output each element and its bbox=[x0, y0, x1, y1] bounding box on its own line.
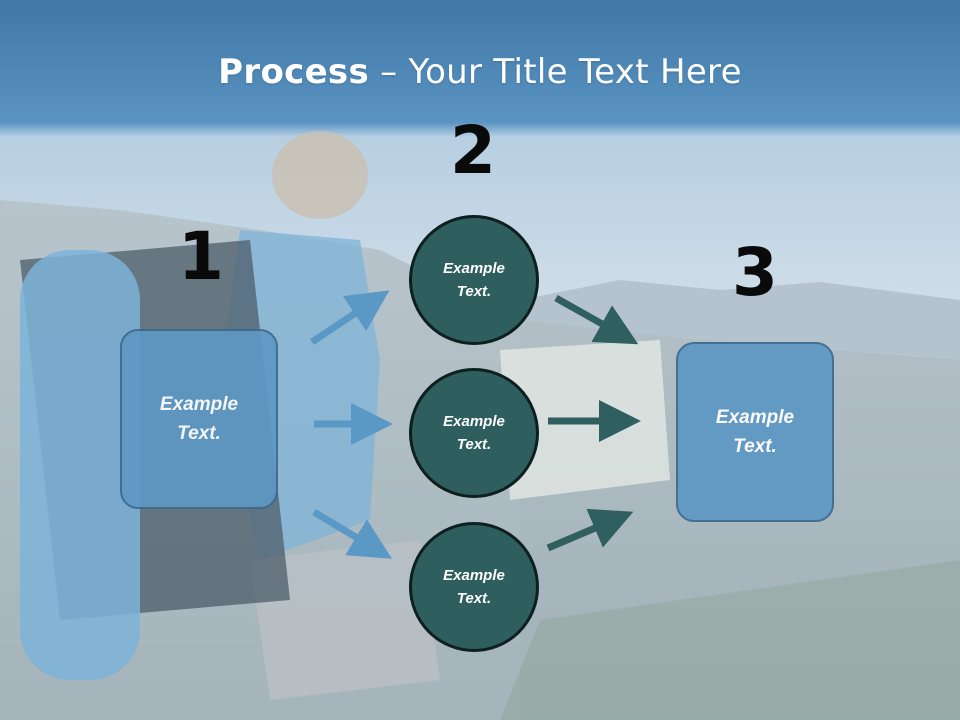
arrow-circle3-to-box3 bbox=[546, 508, 634, 552]
arrow-box1-to-circle1 bbox=[310, 290, 390, 345]
circle-1-text: Example Text. bbox=[443, 260, 505, 300]
title-bold: Process bbox=[218, 52, 370, 92]
step-number-2: 2 bbox=[450, 112, 496, 189]
arrow-circle1-to-box3 bbox=[554, 294, 639, 345]
step-number-1: 1 bbox=[178, 218, 224, 295]
title-rest: – Your Title Text Here bbox=[369, 52, 742, 92]
step-1-text: Example Text. bbox=[159, 394, 239, 444]
step-number-3: 3 bbox=[732, 234, 778, 311]
circle-2-text: Example Text. bbox=[443, 413, 505, 453]
step-2-circle-2: Example Text. bbox=[409, 368, 539, 498]
step-3-box: Example Text. bbox=[676, 342, 834, 522]
circle-3-text: Example Text. bbox=[443, 567, 505, 607]
arrow-box1-to-circle3 bbox=[312, 508, 393, 559]
step-3-text: Example Text. bbox=[715, 407, 795, 457]
step-1-box: Example Text. bbox=[120, 329, 278, 509]
step-2-circle-1: Example Text. bbox=[409, 215, 539, 345]
slide-title: Process – Your Title Text Here bbox=[0, 52, 960, 92]
step-2-circle-3: Example Text. bbox=[409, 522, 539, 652]
